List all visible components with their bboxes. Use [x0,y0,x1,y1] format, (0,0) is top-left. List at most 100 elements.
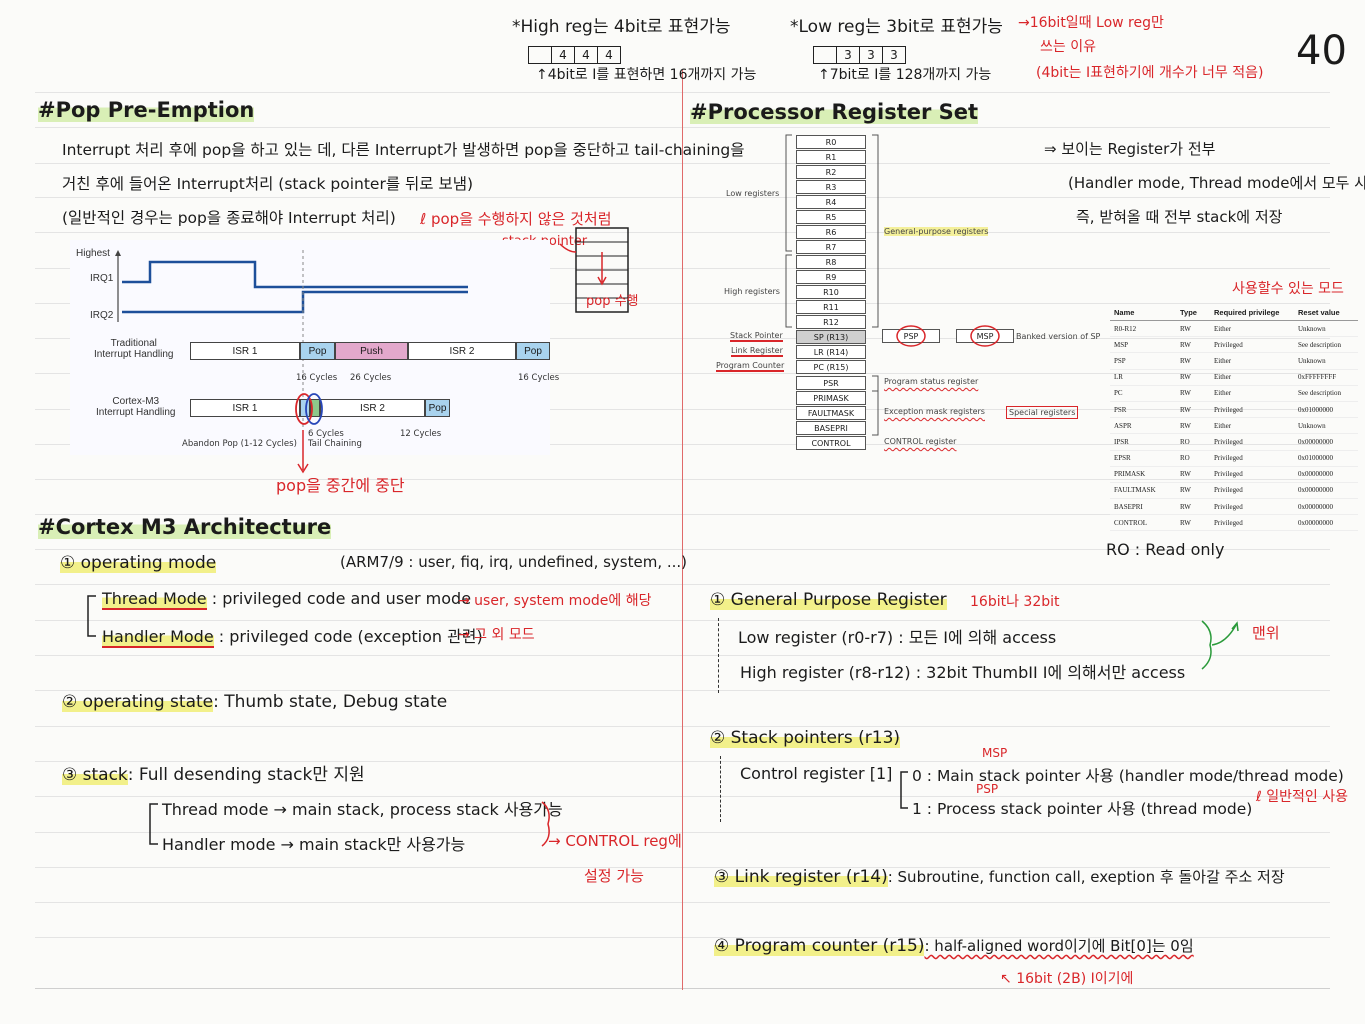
handler-mode-row: Handler Mode : privileged code (exceptio… [102,627,483,648]
pop-title: #Pop Pre-Emption [38,98,255,122]
high-reg-note: *High reg는 4bit로 표현가능 [512,17,731,37]
control-brace [541,801,550,847]
banked-label: Banked version of SP [1016,332,1101,341]
link-register-label: Link Register [731,346,783,357]
stack-pointer-label-reg: Stack Pointer [730,331,783,342]
sp-bracket [900,771,908,809]
op-mode-title: ① operating mode [60,553,217,573]
reg-r11: R11 [796,300,866,314]
stack-row: ③ stack: Full desending stack만 지원 [62,765,365,785]
cm3-pop-abandon [300,399,310,417]
pop-line2: 거친 후에 들어온 Interrupt처리 (stack pointer를 뒤로… [62,175,474,193]
th-privilege: Required privilege [1210,304,1294,321]
high-registers-label: High registers [724,287,780,296]
cycles-26: 26 Cycles [350,373,392,383]
psr-label: Program status register [884,377,979,386]
gpr-indent-line [718,618,719,693]
cycles-12: 12 Cycles [400,429,442,439]
reg-r6: R6 [796,225,866,239]
program-counter-label: Program Counter [716,361,785,372]
sp-title: ② Stack pointers (r13) [710,728,901,748]
proc-title: #Processor Register Set [690,100,979,124]
sp-common-note: ℓ 일반적인 사용 [1256,789,1348,805]
th-reset: Reset value [1294,304,1358,321]
reg-pc: PC (R15) [796,360,866,374]
reg-psr: PSR [796,376,866,390]
lr-row: ③ Link register (r14): Subroutine, funct… [714,867,1285,887]
pop-line3: (일반적인 경우는 pop을 종료해야 Interrupt 처리) [62,209,396,227]
abort-note: pop을 중간에 중단 [276,476,405,495]
pop-note: ℓ pop을 수행하지 않은 것처럼 [420,210,612,228]
reg-r12: R12 [796,315,866,329]
stack-sketch [559,227,629,313]
irq2-label: IRQ2 [90,310,114,321]
gpr-high: High register (r8-r12) : 32bit ThumbII I… [740,663,1186,682]
usable-mode-note: 사용할수 있는 모드 [1232,281,1344,297]
register-brackets [785,134,879,436]
sp-psp-tag: PSP [976,782,999,796]
sp-msp-tag: MSP [982,746,1008,760]
low-reg-note: *Low reg는 3bit로 표현가능 [790,17,1003,37]
low-registers-label: Low registers [726,189,780,198]
reg-primask: PRIMASK [796,391,866,405]
cycles-6: 6 Cycles [308,429,344,439]
abandon-pop: Abandon Pop (1-12 Cycles) [182,439,297,449]
handler-stack: Handler mode → main stack만 사용가능 [162,835,466,854]
sp-circles [896,325,1000,347]
special-registers-label: Special registers [1006,406,1079,419]
abort-circle [295,393,323,425]
reg-r9: R9 [796,270,866,284]
pc-note: ↖ 16bit (2B) I이기에 [1000,971,1134,987]
high-reg-sub: ↑4bit로 I를 표현하면 16개까지 가능 [536,67,757,83]
gpr-bits: 16bit나 32bit [970,594,1060,610]
reg-r7: R7 [796,240,866,254]
reg-control: CONTROL [796,436,866,450]
reg-msp: MSP [956,329,1014,343]
stack-bracket [149,803,158,845]
proc-note3: 즉, 받혀올 때 전부 stack에 저장 [1076,208,1283,226]
trad-isr2: ISR 2 [408,342,516,360]
reason-line2: 쓰는 이유 [1040,39,1096,55]
trad-push: Push [335,342,408,360]
sp-indent-line [720,756,721,822]
reg-r8: R8 [796,255,866,269]
pop-done-label: pop 수행 [586,294,639,309]
reg-sp: SP (R13) [796,330,866,344]
reg-faultmask: FAULTMASK [796,406,866,420]
highest-label: Highest [76,248,110,259]
reg-r10: R10 [796,285,866,299]
sp-control: Control register [1] [740,764,893,783]
ro-note: RO : Read only [1106,540,1225,559]
reason-line1: →16bit일때 Low reg만 [1018,15,1164,31]
abort-arrow [297,430,309,474]
reg-psp: PSP [882,329,940,343]
low-reg-boxes: 3 3 3 [813,46,906,64]
reg-r2: R2 [796,165,866,179]
high-reg-boxes: 4 4 4 [528,46,621,64]
irq1-label: IRQ1 [90,273,114,284]
cm3-tail [310,399,320,417]
control-note2: 설정 가능 [584,867,644,885]
center-divider [682,70,683,990]
irq-waveforms [115,250,468,440]
proc-note1: ⇒ 보이는 Register가 전부 [1044,140,1216,158]
mode-bracket [87,595,96,637]
tail-chaining: Tail Chaining [308,439,362,449]
control-note1: → CONTROL reg에 [548,832,682,850]
pc-row: ④ Program counter (r15): half-aligned wo… [714,936,1194,956]
cycles-16a: 16 Cycles [296,373,338,383]
gpr-low: Low register (r0-r7) : 모든 I에 의해 access [738,628,1057,647]
op-state-row: ② operating state: Thumb state, Debug st… [62,692,448,712]
reason-line3: (4bit는 I표현하기에 개수가 너무 적음) [1036,65,1264,81]
reg-r1: R1 [796,150,866,164]
reg-r0: R0 [796,135,866,149]
cm3-isr1: ISR 1 [190,399,300,417]
